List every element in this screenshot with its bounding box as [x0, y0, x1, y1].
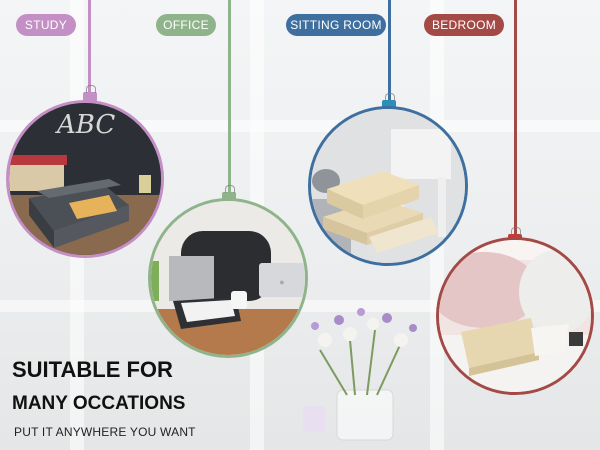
label-office: OFFICE: [156, 14, 216, 36]
sitting-room-binder-clip-icon: [382, 93, 396, 110]
office-binder-clip-icon: [222, 185, 236, 202]
bedroom-photo-circle: [436, 237, 594, 395]
chalkboard-text: ABC: [55, 110, 115, 140]
laptop-logo-icon: ●: [279, 277, 284, 287]
headline-line-1: SUITABLE FOR: [12, 357, 173, 382]
label-bedroom: BEDROOM: [424, 14, 504, 36]
sitting-room-string: [388, 0, 391, 100]
office-string: [228, 0, 231, 196]
study-binder-clip-icon: [83, 85, 97, 102]
label-study: STUDY: [16, 14, 76, 36]
headline-subtitle: PUT IT ANYWHERE YOU WANT: [14, 425, 196, 439]
study-photo-circle: ABC: [6, 100, 164, 258]
bedroom-string: [514, 0, 517, 238]
label-sitting-room: SITTING ROOM: [286, 14, 386, 36]
office-photo-circle: ●: [148, 198, 308, 358]
flower-vase-decoration: [295, 300, 435, 450]
sitting-room-photo-circle: [308, 106, 468, 266]
headline-line-2: MANY OCCATIONS: [12, 393, 186, 414]
study-string: [88, 0, 91, 98]
